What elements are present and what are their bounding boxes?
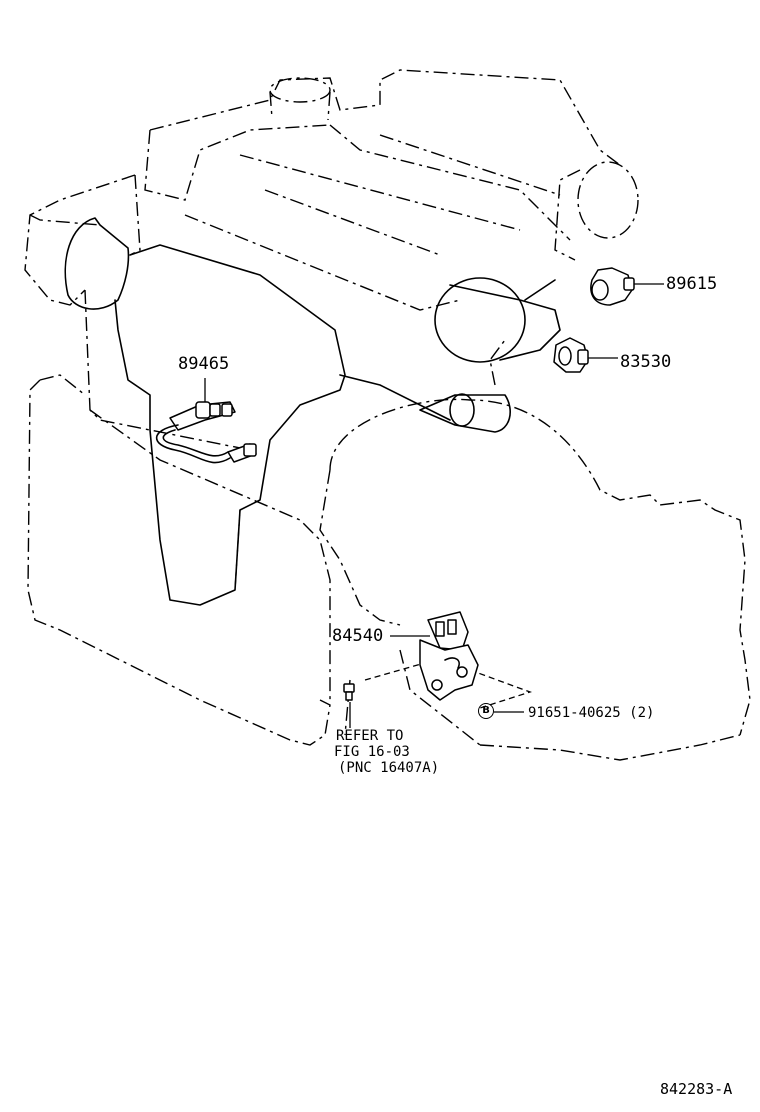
engine-outline <box>24 69 751 761</box>
knock-sensor <box>590 267 635 306</box>
reference-note-line2: FIG 16-03 <box>334 744 410 760</box>
part-number-84540: 84540 <box>332 626 384 646</box>
neutral-start-switch <box>419 611 479 701</box>
bolt-badge-icon: B <box>478 703 494 719</box>
part-number-89615: 89615 <box>666 274 718 294</box>
part-number-83530: 83530 <box>620 352 672 372</box>
oxygen-sensor <box>155 401 257 464</box>
reference-note: REFER TO FIG 16-03 (PNC 16407A) <box>334 728 439 776</box>
reference-note-line3: (PNC 16407A) <box>338 760 440 776</box>
illustration-number: 842283-A <box>660 1080 733 1098</box>
reference-note-line1: REFER TO <box>336 728 404 744</box>
part-number-bolt: 91651-40625 (2) <box>528 705 655 721</box>
water-temp-sensor <box>553 337 589 373</box>
part-number-89465: 89465 <box>178 354 230 374</box>
bolt <box>343 683 355 701</box>
